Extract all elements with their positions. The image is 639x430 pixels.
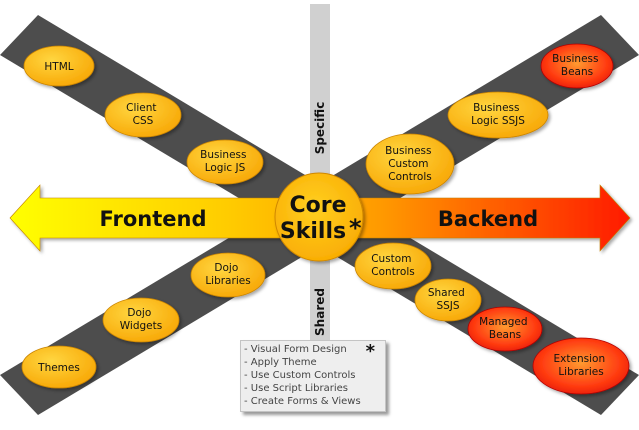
skill-label-line: Dojo [127,307,151,319]
skill-label-line: Business [473,102,519,114]
svg-text:Business Logic JS: Business Logic JS [200,149,250,174]
note-item: - Apply Theme [244,357,317,368]
skill-themes: Themes [21,345,97,389]
core-star: * [349,214,362,242]
skill-label-line: Business [385,145,431,157]
shared-label: Shared [313,288,327,336]
note-item: - Create Forms & Views [244,396,361,407]
skill-label-line: Business [200,149,246,161]
skill-business-logic-ssjs: Business Logic SSJS [447,91,549,139]
skill-label-line: Custom [371,253,411,265]
skill-label-line: Logic JS [205,162,246,174]
svg-text:Dojo Libraries: Dojo Libraries [205,262,250,287]
svg-text:Client CSS: Client CSS [126,102,160,127]
note-star: * [365,341,375,362]
svg-text:Business Beans: Business Beans [552,53,602,78]
specific-label: Specific [313,102,327,155]
skill-label-line: Dojo [214,262,238,274]
skill-client-css: Client CSS [104,92,182,138]
note-item: - Use Custom Controls [244,370,356,381]
note-item: - Use Script Libraries [244,383,349,394]
svg-text:Extension Libraries: Extension Libraries [554,353,609,378]
skill-dojo-widgets: Dojo Widgets [102,297,180,343]
skill-label-line: Themes [37,362,80,374]
svg-text:Business Logic SSJS: Business Logic SSJS [471,102,525,127]
skill-business-custom-controls: Business Custom Controls [365,133,455,195]
svg-text:Business Custom Co: Business Custom Controls [385,145,435,183]
skill-label-line: CSS [133,115,154,127]
core-skills-note: * - Visual Form Design - Apply Theme - U… [240,340,386,412]
skill-business-logic-js: Business Logic JS [186,139,264,185]
skill-label-line: Libraries [205,275,250,287]
skill-label-line: Shared [428,287,465,299]
svg-text:Shared SSJS: Shared SSJS [428,287,468,312]
core-skills-node: Core Skills * [274,172,364,262]
skill-label-line: Widgets [120,320,162,332]
svg-text:Dojo Widgets: Dojo Widgets [120,307,162,332]
skill-business-beans: Business Beans [540,43,614,89]
core-line-1: Core [289,193,346,218]
skill-label-line: Custom [388,158,428,170]
skill-label-line: Extension [554,353,606,365]
svg-text:HTML: HTML [44,61,73,73]
skill-html: HTML [23,45,95,87]
svg-text:Managed Beans: Managed Beans [479,316,531,341]
skill-shared-ssjs: Shared SSJS [414,278,482,322]
skill-label-line: Beans [489,329,521,341]
skill-custom-controls: Custom Controls [354,242,432,290]
skill-label-line: Business [552,53,598,65]
core-line-2: Skills [280,219,346,244]
skill-dojo-libraries: Dojo Libraries [190,252,266,298]
skill-label-line: SSJS [436,300,459,312]
skill-label-line: Client [126,102,156,114]
svg-text:Custom Controls: Custom Controls [371,253,415,278]
skill-managed-beans: Managed Beans [467,306,543,352]
backend-label: Backend [438,207,538,231]
frontend-label: Frontend [100,207,207,231]
skill-extension-libraries: Extension Libraries [532,337,630,395]
skill-label-line: Controls [371,266,414,278]
skill-label-line: Logic SSJS [471,115,525,127]
note-item: - Visual Form Design [244,344,347,355]
skill-label-line: Beans [561,66,593,78]
skill-label-line: Libraries [558,366,603,378]
svg-text:Themes: Themes [37,362,80,374]
skill-label-line: Controls [388,171,431,183]
skill-label-line: HTML [44,61,73,73]
skill-label-line: Managed [479,316,527,328]
